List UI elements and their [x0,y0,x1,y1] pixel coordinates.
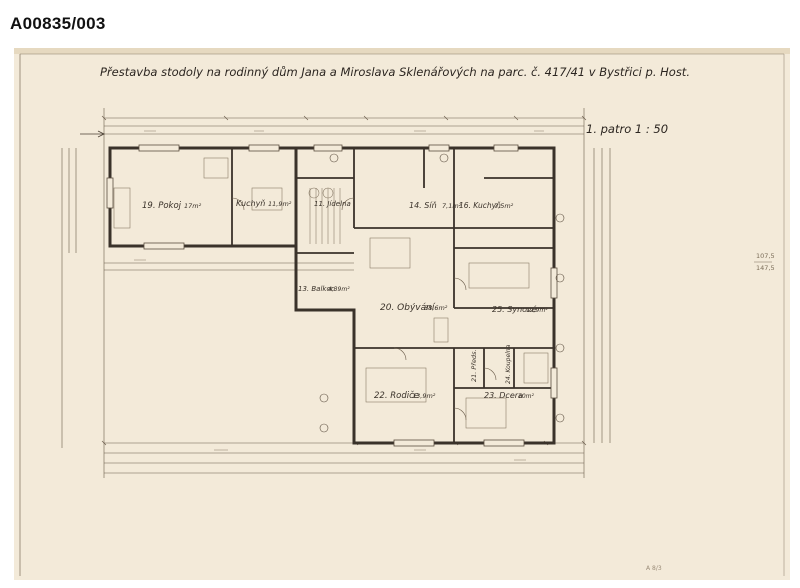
stair-hatch [309,188,341,244]
door-swings [231,197,497,421]
plan-title: Přestavba stodoly na rodinný dům Jana a … [100,65,690,79]
room-25-area: 12,9m² [526,307,548,314]
footer-note: A 8/3 [646,565,662,572]
room-16-label: 16. Kuchyň [459,201,501,210]
dimension-lines [61,108,611,478]
room-13-label: 13. Balkon [298,285,335,293]
room-18-label: Kuchyň [236,199,265,208]
room-24-label: 24. Koupelna [505,344,512,384]
side-note-1: 107,5 [756,252,775,260]
drawing-sheet: Přestavba stodoly na rodinný dům Jana a … [14,48,790,580]
room-20-label: 20. Obývání [380,303,436,313]
room-13-area: 4,39m² [328,286,350,293]
floor-label: 1. patro 1 : 50 [586,122,668,136]
room-23-area: 10m² [518,393,534,400]
interior-walls [231,148,554,443]
room-22-area: 13,9m² [412,392,436,400]
room-19-label: 19. Pokoj [142,201,182,211]
room-18-area: 11,9m² [268,200,292,208]
furniture [113,157,549,429]
grid-markers [319,153,565,433]
room-14-label: 14. Síň [409,201,437,210]
side-note-2: 147,5 [756,264,775,272]
room-20-area: 38,6m² [424,304,448,312]
room-11-label: 11. Jídelna [314,200,351,208]
room-25-label: 25. Synové [492,304,537,314]
room-21-label: 21. Předs. [470,349,478,382]
room-16-area: 7,5m² [494,202,514,210]
room-14-area: 7,1m² [442,202,462,210]
room-23-label: 23. Dcera [484,391,523,400]
room-19-area: 17m² [184,202,202,210]
room-22-label: 22. Rodiče [374,390,419,401]
floor-plan-drawing: Přestavba stodoly na rodinný dům Jana a … [14,48,790,580]
paper-background [14,48,790,580]
room-labels: 19. Pokoj 17m² Kuchyň 11,9m² 11. Jídelna… [142,199,548,401]
north-arrow-icon [80,130,105,138]
archive-id: A00835/003 [10,14,106,33]
windows [106,144,558,447]
